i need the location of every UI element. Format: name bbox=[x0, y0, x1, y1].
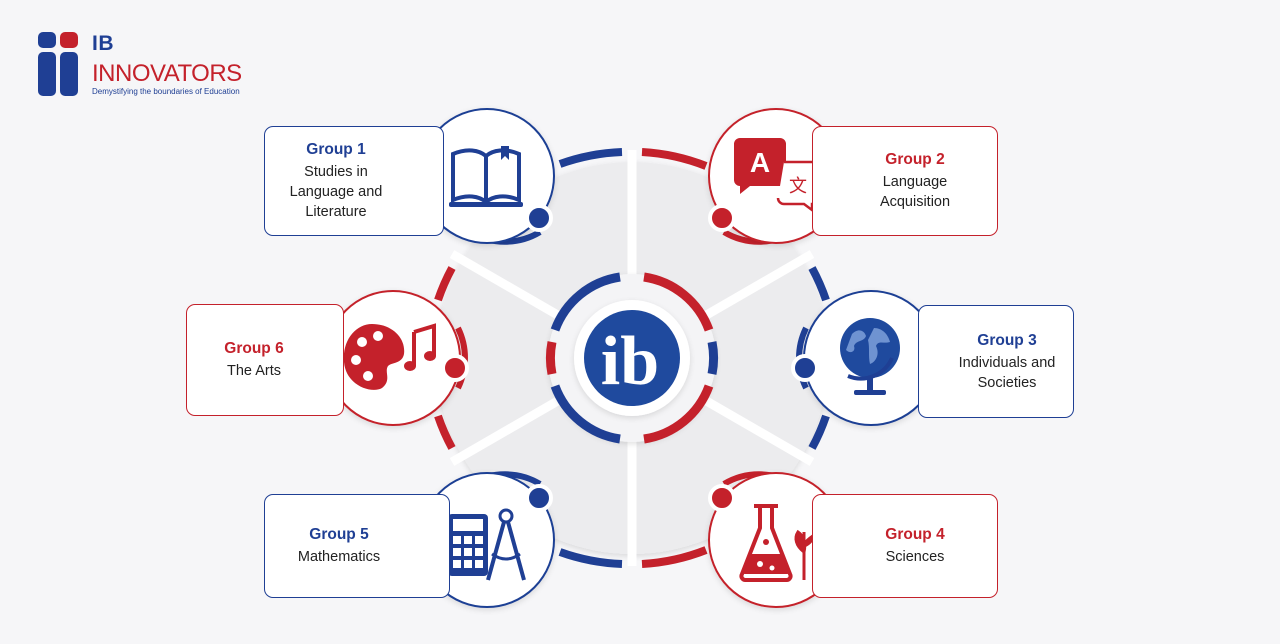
group-2-title: Group 2 bbox=[885, 151, 945, 168]
outer-arc-6a bbox=[434, 414, 456, 450]
svg-text:A: A bbox=[750, 147, 770, 178]
outer-ring-arcs bbox=[434, 148, 830, 568]
flask-icon bbox=[739, 504, 820, 582]
group-3-icon-circle bbox=[791, 290, 939, 426]
group-6-card: Group 6 The Arts bbox=[186, 304, 344, 416]
outer-arc-4 bbox=[641, 546, 708, 568]
group-6-icon-circle bbox=[325, 290, 469, 426]
center-ib-logo: ib bbox=[574, 300, 690, 416]
group-4-subject: Sciences bbox=[885, 549, 945, 565]
group-5-card: Group 5 Mathematics bbox=[264, 494, 450, 598]
group-2-subject: Language Acquisition bbox=[879, 174, 951, 210]
outer-arc-1 bbox=[558, 148, 623, 168]
book-icon bbox=[449, 146, 523, 207]
translate-icon: A 文 bbox=[734, 138, 820, 213]
brand-short: IB bbox=[92, 32, 114, 55]
group-3-title: Group 3 bbox=[977, 331, 1037, 349]
calculator-compass-icon bbox=[448, 508, 526, 581]
group-4-icon-circle bbox=[708, 471, 844, 608]
group-2-icon-circle: A 文 bbox=[708, 108, 844, 245]
group-1-title: Group 1 bbox=[306, 141, 366, 158]
outer-arc-6b bbox=[434, 266, 456, 302]
outer-arc-3b bbox=[808, 414, 830, 450]
outer-arc-2 bbox=[641, 148, 708, 170]
brand-tagline: Demystifying the boundaries of Education bbox=[92, 87, 240, 96]
group-5-subject: Mathematics bbox=[297, 549, 381, 565]
outer-arc-3a bbox=[808, 266, 830, 302]
group-6-subject: The Arts bbox=[227, 363, 281, 379]
brand-name: INNOVATORS bbox=[92, 60, 242, 87]
brand-logo: IB INNOVATORS Demystifying the boundarie… bbox=[36, 30, 276, 100]
group-5-icon-circle bbox=[419, 471, 555, 608]
center-ib-text: ib bbox=[601, 323, 659, 400]
outer-arc-5 bbox=[558, 548, 623, 568]
group-1-icon-circle bbox=[419, 108, 555, 245]
globe-icon bbox=[840, 318, 900, 395]
palette-music-icon bbox=[343, 323, 436, 390]
group-5-title: Group 5 bbox=[309, 526, 369, 543]
group-4-title: Group 4 bbox=[885, 526, 945, 543]
group-1-subject: Studies in Language and Literature bbox=[289, 164, 383, 220]
group-3-card: Group 3 Individuals and Societies bbox=[918, 305, 1074, 418]
group-3-subject: Individuals and Societies bbox=[958, 354, 1056, 391]
group-2-card: Group 2 Language Acquisition bbox=[812, 126, 998, 236]
brand-mark-icon bbox=[38, 32, 78, 96]
group-1-card: Group 1 Studies in Language and Literatu… bbox=[264, 126, 444, 236]
svg-text:文: 文 bbox=[789, 176, 807, 197]
group-6-title: Group 6 bbox=[224, 340, 284, 357]
group-4-card: Group 4 Sciences bbox=[812, 494, 998, 598]
